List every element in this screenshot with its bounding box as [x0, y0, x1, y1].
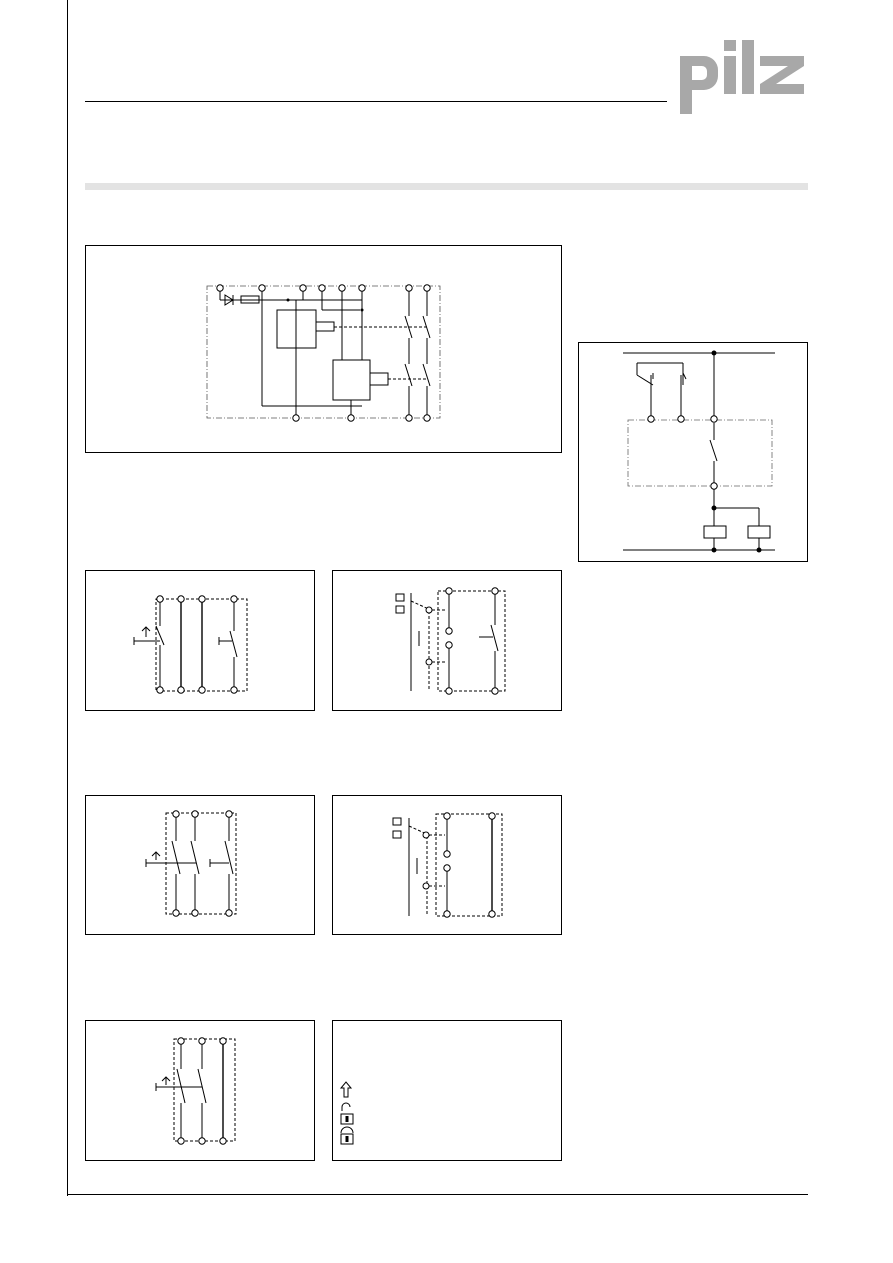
- lock-closed-icon: [340, 1102, 354, 1125]
- footer-rule: [67, 1194, 808, 1195]
- contact-diagram-2: [332, 570, 562, 711]
- header-rule: [85, 101, 667, 102]
- contact-diagram-1: [85, 570, 315, 711]
- contact-diagram-5: [85, 1020, 315, 1161]
- contact-diagram-3: [85, 795, 315, 935]
- double-arrow-icon: [339, 1081, 353, 1098]
- symbol-legend: [332, 1020, 562, 1161]
- contact-diagram-4: [332, 795, 562, 935]
- legend-symbols: [339, 1081, 354, 1145]
- lock-open-icon: [340, 1126, 354, 1145]
- section-band: [85, 183, 808, 190]
- pilz-logo: [680, 40, 804, 114]
- connection-diagram: [578, 342, 808, 562]
- left-margin-rule: [67, 0, 68, 1196]
- internal-wiring-diagram: [85, 245, 562, 453]
